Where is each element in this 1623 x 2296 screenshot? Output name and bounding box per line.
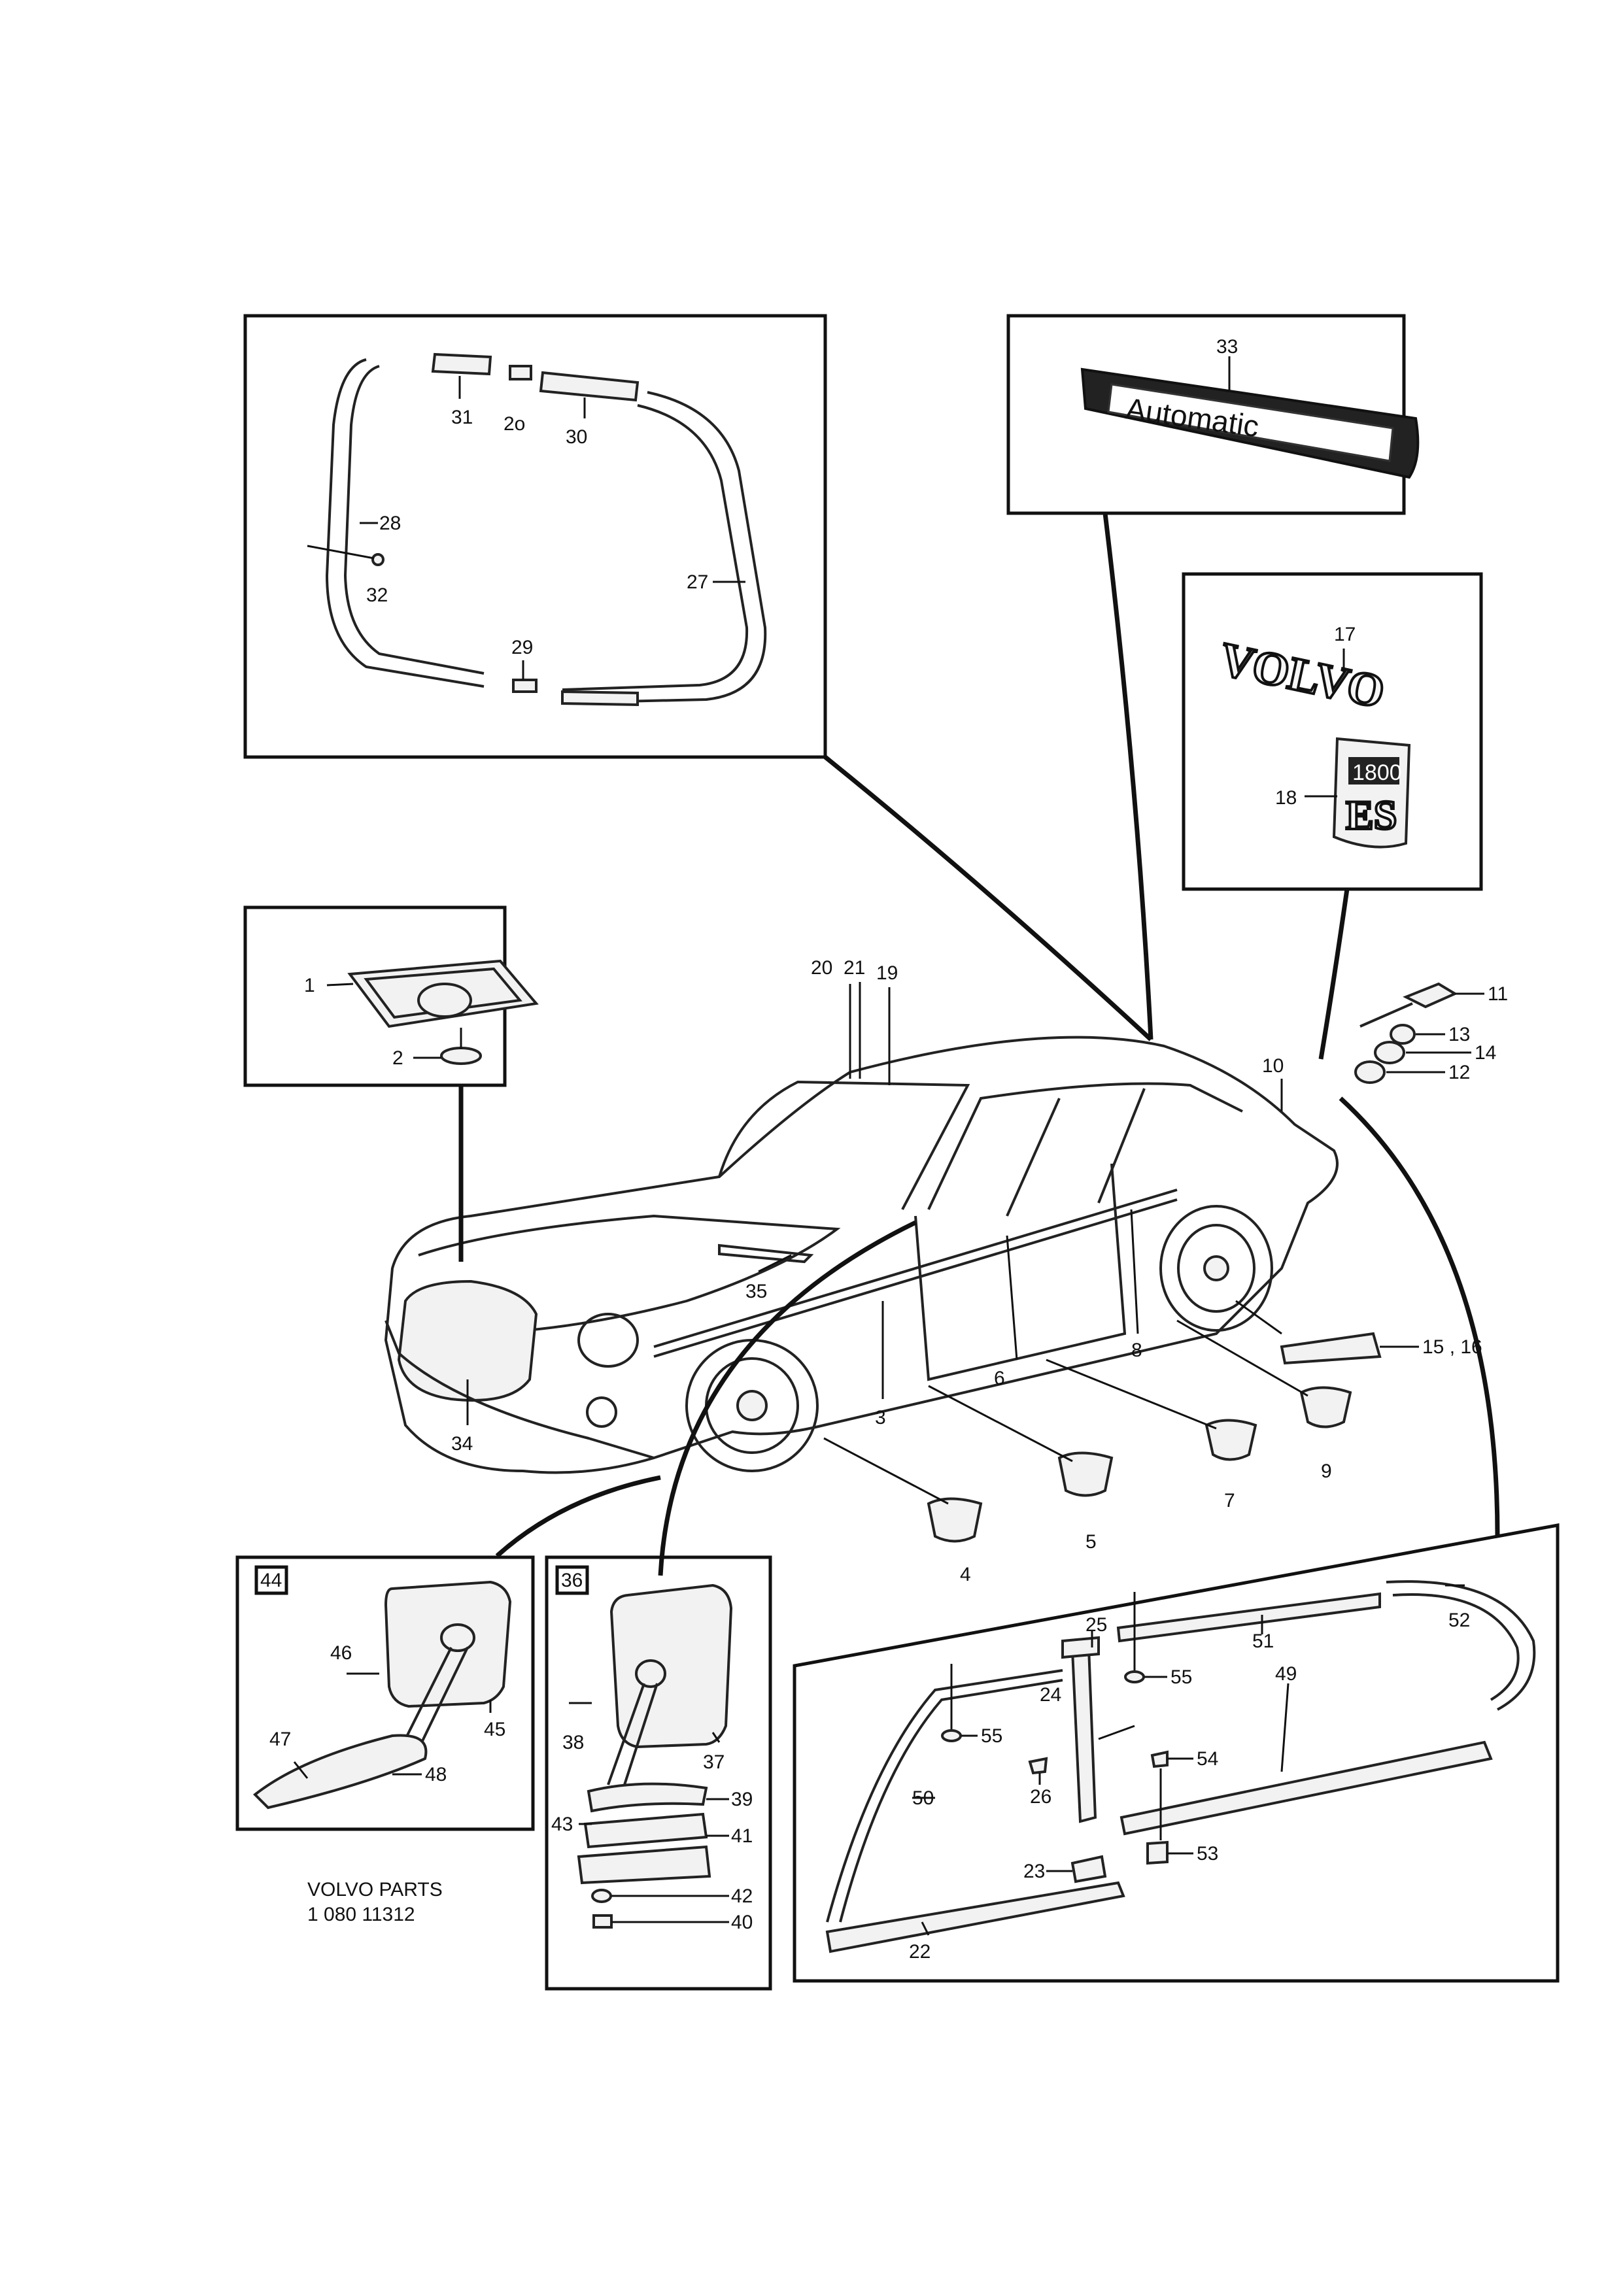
callout-54: 54 <box>1197 1748 1218 1770</box>
trim-clips-illustration <box>927 1332 1382 1543</box>
box-automatic-badge <box>1006 314 1406 515</box>
callout-19: 19 <box>876 962 898 984</box>
window-trim-illustration <box>825 1580 1536 1953</box>
box-tag-36 <box>555 1565 589 1595</box>
callout-15-16: 15 , 16 <box>1422 1336 1482 1358</box>
callout-29: 29 <box>511 637 533 658</box>
trim-hardware-illustration <box>1354 982 1458 1084</box>
callout-14: 14 <box>1475 1042 1496 1064</box>
callout-7: 7 <box>1224 1490 1235 1511</box>
callout-2o: 2o <box>504 413 525 435</box>
callout-46: 46 <box>330 1642 352 1664</box>
callout-18: 18 <box>1275 787 1297 809</box>
callout-1: 1 <box>304 975 315 996</box>
callout-4: 4 <box>960 1564 971 1585</box>
box-tag-44-text: 44 <box>260 1570 282 1591</box>
callout-11: 11 <box>1488 983 1508 1005</box>
box-volvo-badges <box>1182 572 1483 891</box>
callout-21: 21 <box>844 957 865 979</box>
box-mirror-44 <box>235 1555 535 1831</box>
box-window-trim <box>793 1523 1560 1983</box>
windshield-gasket-illustration <box>325 352 767 707</box>
callout-39: 39 <box>731 1789 753 1810</box>
callout-13: 13 <box>1448 1024 1470 1045</box>
callout-34: 34 <box>451 1433 473 1455</box>
box-mirror-36 <box>545 1555 772 1991</box>
callout-42: 42 <box>731 1885 753 1907</box>
callout-53: 53 <box>1197 1843 1218 1865</box>
callout-50: 50 <box>912 1787 934 1809</box>
hood-emblem-illustration <box>347 959 539 1065</box>
callout-27: 27 <box>687 571 708 593</box>
callout-17: 17 <box>1334 624 1356 645</box>
callout-10: 10 <box>1262 1055 1284 1077</box>
volvo-badge-text: VOLVO <box>1216 632 1390 718</box>
callout-41: 41 <box>731 1825 753 1847</box>
callout-51: 51 <box>1252 1630 1274 1652</box>
volvo-script-badge: VOLVO <box>1214 631 1391 719</box>
box-windshield-gasket <box>243 314 827 759</box>
callout-55b: 55 <box>981 1725 1002 1747</box>
callout-6: 6 <box>994 1368 1005 1389</box>
callout-26: 26 <box>1030 1786 1051 1808</box>
callout-3: 3 <box>875 1407 886 1428</box>
callout-28: 28 <box>379 513 401 534</box>
callout-35: 35 <box>745 1281 767 1302</box>
callout-2: 2 <box>392 1047 403 1069</box>
mirror-36-illustration <box>577 1583 733 1929</box>
callout-40: 40 <box>731 1912 753 1933</box>
callout-48: 48 <box>425 1764 447 1785</box>
car-illustration <box>384 1036 1339 1474</box>
callout-33: 33 <box>1216 336 1238 358</box>
callout-49: 49 <box>1275 1663 1297 1685</box>
model-badge-bottom: ES <box>1346 792 1397 838</box>
automatic-badge-illustration: Automatic <box>1080 367 1420 479</box>
callout-38: 38 <box>562 1732 584 1753</box>
callout-22: 22 <box>909 1941 931 1963</box>
mirror-44-illustration <box>252 1580 512 1810</box>
callout-32: 32 <box>366 584 388 606</box>
callout-37: 37 <box>703 1751 725 1773</box>
footer-line-1: VOLVO PARTS <box>307 1879 443 1900</box>
callout-9: 9 <box>1321 1460 1332 1482</box>
callout-45: 45 <box>484 1719 505 1740</box>
callout-20: 20 <box>811 957 832 979</box>
callout-30: 30 <box>566 426 587 448</box>
callout-5: 5 <box>1085 1531 1097 1553</box>
callout-31: 31 <box>451 407 473 428</box>
box-tag-36-text: 36 <box>561 1570 583 1591</box>
callout-52: 52 <box>1448 1610 1470 1631</box>
model-badge-top: 1800 <box>1352 760 1402 785</box>
callout-47: 47 <box>269 1729 291 1750</box>
model-1800es-badge: 1800 ES <box>1332 737 1411 849</box>
callout-8: 8 <box>1131 1340 1142 1361</box>
box-tag-44 <box>254 1565 288 1595</box>
callout-25: 25 <box>1085 1614 1107 1636</box>
callout-55a: 55 <box>1170 1666 1192 1688</box>
callout-43: 43 <box>551 1814 573 1835</box>
footer-line-2: 1 080 11312 <box>307 1904 415 1925</box>
callout-12: 12 <box>1448 1062 1470 1083</box>
callout-24: 24 <box>1040 1684 1061 1706</box>
callout-23: 23 <box>1023 1861 1045 1882</box>
